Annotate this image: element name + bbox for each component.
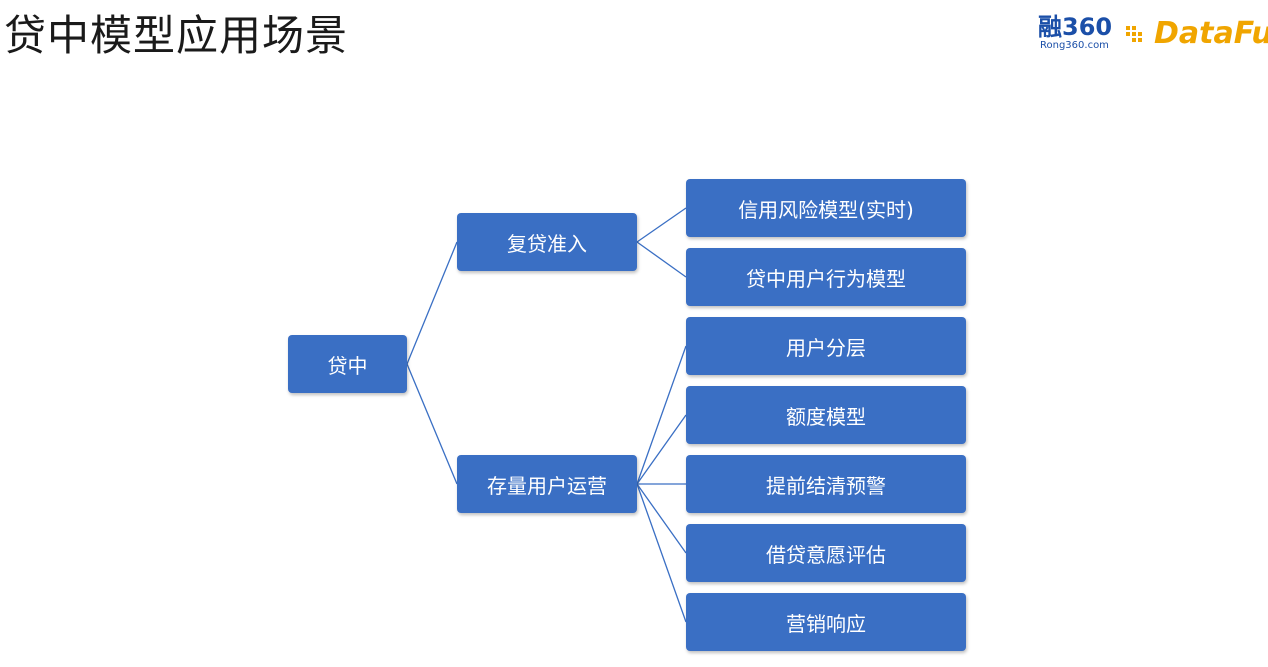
leaf-node-label: 借贷意愿评估 (766, 542, 886, 567)
connector-branch-2-to-child-5 (636, 483, 687, 623)
branch-node-label: 存量用户运营 (487, 473, 607, 498)
leaf-node-label: 额度模型 (786, 404, 866, 429)
leaf-node-label: 贷中用户行为模型 (746, 266, 906, 291)
root-node: 贷中 (288, 335, 407, 393)
connector-branch-2-to-child-1 (636, 345, 687, 485)
rong360-logo: 融360 (1038, 13, 1113, 41)
leaf-node-label: 信用风险模型(实时) (738, 197, 914, 222)
branch-node-reloan-access: 复贷准入 (457, 213, 637, 271)
leaf-node-credit-limit-model: 额度模型 (686, 386, 966, 444)
connector-branch-2-to-child-4 (636, 483, 687, 554)
branch-node-existing-user-ops: 存量用户运营 (457, 455, 637, 513)
connector-branch-1-to-child-1 (636, 207, 687, 243)
connector-branch-1-to-child-2 (636, 241, 687, 278)
connector-branch-2-to-child-2 (636, 414, 687, 485)
page-title: 贷中模型应用场景 (4, 11, 349, 60)
logo: 融360 Rong360.com DataFun (1038, 14, 1268, 54)
connector-root-to-branch-2 (406, 363, 458, 485)
branch-node-label: 复贷准入 (507, 231, 587, 256)
connector-root-to-branch-1 (406, 241, 458, 365)
leaf-node-user-segmentation: 用户分层 (686, 317, 966, 375)
rong360-logo-subtitle: Rong360.com (1040, 40, 1109, 51)
leaf-node-early-payoff-warning: 提前结清预警 (686, 455, 966, 513)
leaf-node-label: 用户分层 (786, 335, 866, 360)
datafun-dots-icon (1126, 26, 1142, 42)
root-node-label: 贷中 (327, 353, 368, 378)
leaf-node-label: 营销响应 (786, 611, 866, 636)
leaf-node-borrowing-intent: 借贷意愿评估 (686, 524, 966, 582)
datafun-logo: DataFun (1154, 16, 1268, 51)
leaf-node-behavior-model: 贷中用户行为模型 (686, 248, 966, 306)
leaf-node-label: 提前结清预警 (766, 473, 886, 498)
leaf-node-marketing-response: 营销响应 (686, 593, 966, 651)
leaf-node-credit-risk-model: 信用风险模型(实时) (686, 179, 966, 237)
